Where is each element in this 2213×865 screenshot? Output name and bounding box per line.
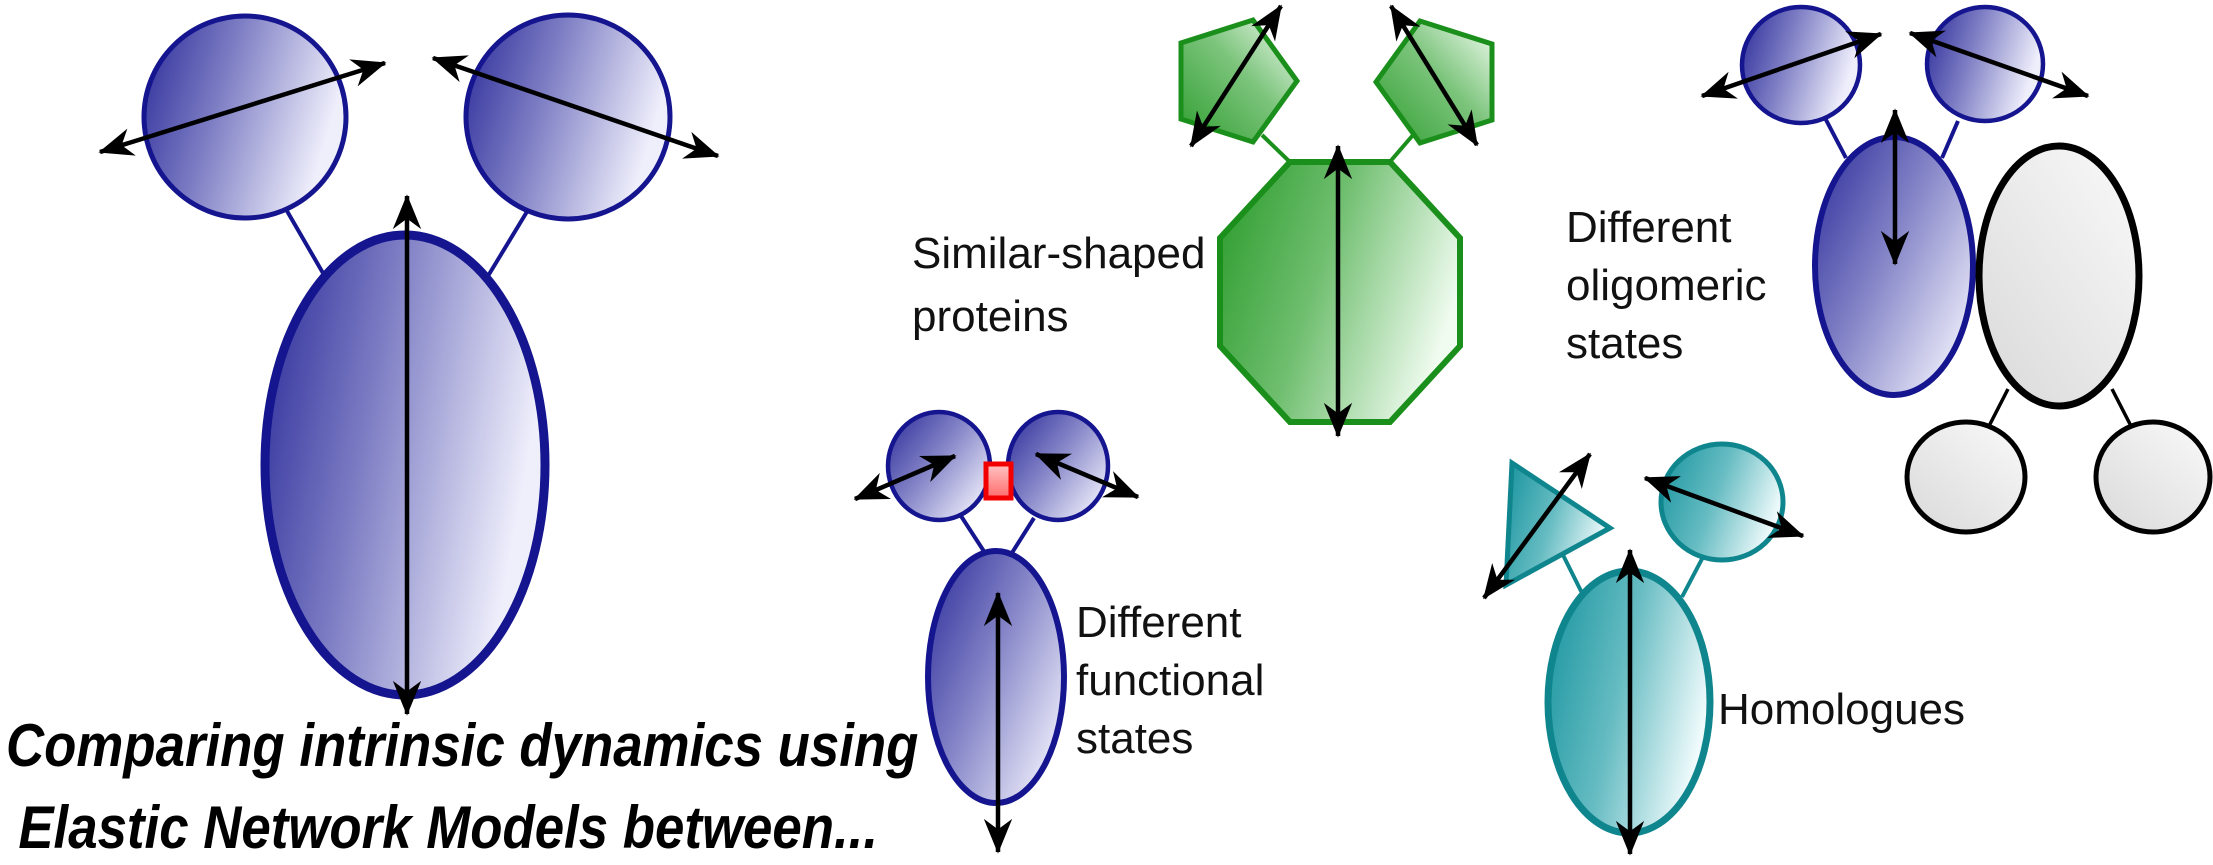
spring-connector	[1940, 120, 1960, 159]
spring-connector	[1986, 388, 2010, 429]
headline-line2: Elastic Network Models between...	[18, 794, 879, 861]
partner-circle-left-gray	[1904, 419, 2028, 535]
reference-model-group	[98, 12, 720, 716]
domain-lobe-right	[1005, 409, 1111, 523]
domain-circle-right	[1924, 4, 2046, 124]
functional-states-group	[853, 409, 1140, 854]
similar-shaped-label-line2: proteins	[912, 292, 1069, 341]
spring-connector	[1560, 552, 1586, 598]
spring-connector	[1008, 516, 1036, 558]
motion-arrow	[853, 453, 957, 502]
oligomeric-states-label-line2: oligomeric	[1566, 261, 1767, 310]
oligomeric-states-label-line1: Different	[1566, 203, 1732, 252]
homologues-label: Homologues	[1718, 681, 1965, 739]
spring-connector	[285, 209, 329, 282]
motion-arrow	[1700, 31, 1883, 99]
domain-circle-right	[463, 12, 673, 222]
homologues-group	[1482, 441, 1805, 856]
domain-circle-left	[1739, 4, 1863, 126]
similar-shaped-label: Similar-shaped proteins	[912, 222, 1205, 348]
oligomeric-states-label: Different oligomeric states	[1566, 199, 1767, 373]
domain-pentagon-right	[1372, 18, 1495, 146]
domain-pentagon-left	[1178, 17, 1301, 145]
functional-states-label-line2: functional	[1076, 656, 1265, 705]
spring-connector	[959, 514, 989, 558]
functional-states-label-line3: states	[1076, 714, 1194, 763]
motion-arrow	[1034, 451, 1140, 500]
partner-circle-right-gray	[2093, 419, 2213, 535]
similar-shaped-label-line1: Similar-shaped	[912, 229, 1206, 278]
functional-states-label-line1: Different	[1076, 598, 1242, 647]
oligomeric-states-label-line3: states	[1566, 319, 1684, 368]
spring-connector	[1680, 556, 1705, 598]
domain-triangle	[1503, 458, 1615, 590]
ligand-bond-rect	[983, 461, 1014, 501]
headline-line1: Comparing intrinsic dynamics using	[6, 712, 919, 779]
oligomeric-states-group	[1700, 4, 2213, 535]
motion-arrow	[98, 59, 387, 156]
motion-arrow	[1389, 4, 1479, 147]
functional-states-label: Different functional states	[1076, 594, 1264, 768]
domain-lobe-left	[885, 409, 993, 523]
similar-shaped-group	[1178, 4, 1495, 438]
motion-arrow	[431, 55, 720, 159]
domain-circle-left	[141, 13, 349, 221]
motion-arrow	[1482, 452, 1592, 600]
spring-connector	[1260, 133, 1294, 166]
domain-circle	[1658, 441, 1786, 563]
figure-headline: Comparing intrinsic dynamics using Elast…	[6, 705, 918, 865]
motion-arrow	[1908, 30, 2090, 99]
motion-arrow	[1643, 475, 1805, 539]
homologues-label-line1: Homologues	[1718, 685, 1966, 734]
motion-arrow	[1189, 4, 1283, 148]
spring-connector	[486, 208, 530, 278]
spring-connector	[1822, 115, 1848, 159]
partner-body-ellipse-gray	[1975, 142, 2143, 410]
spring-connector	[2110, 388, 2134, 429]
